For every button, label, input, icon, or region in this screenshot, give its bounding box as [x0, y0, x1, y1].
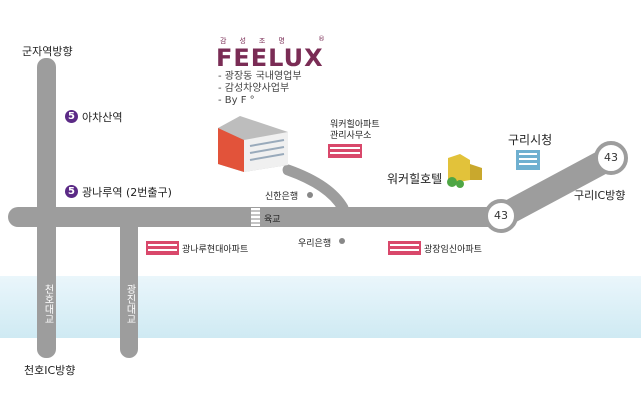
logo-subtitle: 감성조명 [220, 37, 298, 45]
label-cheonho-ic-direction: 천호IC방향 [24, 364, 76, 377]
woori-bank-marker [339, 238, 345, 244]
label-walkerhill-apt: 워커힐아파트 [330, 120, 380, 130]
label-gunja-direction: 군자역방향 [22, 45, 73, 58]
pedestrian-bridge [251, 208, 260, 226]
label-guri-ic-direction: 구리IC방향 [574, 189, 626, 202]
logo-registered-mark: ® [318, 35, 325, 43]
route-43-marker: 43 [594, 141, 628, 175]
route-43-marker: 43 [484, 199, 518, 233]
gwangnaru-apt-icon [146, 241, 179, 255]
subway-line-5-icon: 5 [65, 185, 78, 198]
road-guri-ic [488, 145, 624, 229]
label-woori-bank: 우리은행 [298, 239, 332, 249]
label-cheonho-bridge: 천호대교 [42, 284, 53, 324]
label-shinhan-bank: 신한은행 [265, 192, 299, 202]
label-walkerhill-hotel: 워커힐호텔 [387, 172, 443, 186]
walkerhill-hotel-icon [447, 154, 482, 188]
feelux-logo: FEELUX [216, 44, 324, 72]
label-guri-city-hall: 구리시청 [508, 133, 553, 147]
label-pedestrian-bridge: 육교 [264, 215, 281, 225]
info-line: - By F ° [218, 95, 255, 106]
label-gwangnaru-apt: 광나루현대아파트 [182, 245, 249, 255]
company-info: - 광장동 국내영업부 - 감성차양사업부 - By F ° [218, 71, 302, 107]
gwangjang-apt-icon [388, 241, 421, 255]
label-gwangnaru-station: 광나루역 (2번출구) [82, 186, 172, 199]
shinhan-bank-marker [307, 192, 313, 198]
road-gwangjin [120, 212, 138, 358]
road-branch-walkerhill [282, 164, 349, 214]
han-river [0, 276, 641, 338]
guri-city-hall-icon [516, 150, 540, 170]
info-line: - 감성차양사업부 [218, 83, 290, 94]
label-walkerhill-office: 관리사무소 [330, 131, 372, 141]
walkerhill-office-icon [328, 144, 362, 158]
feelux-building-icon [218, 116, 288, 172]
subway-line-5-icon: 5 [65, 110, 78, 123]
label-gwangjin-bridge: 광진대교 [124, 284, 135, 324]
info-line: - 광장동 국내영업부 [218, 71, 302, 82]
label-gwangjang-apt: 광장임신아파트 [424, 245, 482, 255]
label-achasan-station: 아차산역 [82, 111, 123, 124]
